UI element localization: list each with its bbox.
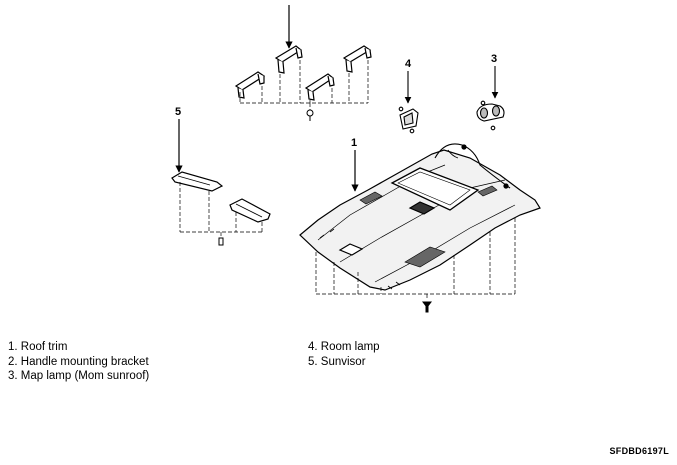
exploded-parts-diagram: 4 3 5 1 — [171, 5, 541, 313]
callout-1: 1 — [351, 137, 357, 149]
roof-trim-screw — [422, 301, 432, 313]
legend-left: 1. Roof trim 2. Handle mounting bracket … — [8, 340, 149, 384]
callout-5: 5 — [175, 106, 181, 118]
room-lamp — [398, 71, 419, 134]
legend-item-handle-bracket: 2. Handle mounting bracket — [8, 355, 149, 368]
callout-4: 4 — [405, 58, 412, 70]
map-lamp — [476, 66, 505, 131]
legend-item-roof-trim: 1. Roof trim — [8, 341, 68, 353]
legend-item-map-lamp: 3. Map lamp (Mom sunroof) — [8, 370, 150, 382]
bracket-leader-lines — [239, 60, 369, 110]
callout-3: 3 — [491, 53, 497, 65]
legend-right: 4. Room lamp 5. Sunvisor — [308, 340, 380, 369]
roof-trim-leader-lines — [315, 218, 516, 300]
figure-code: SFDBD6197L — [609, 446, 669, 456]
legend-item-room-lamp: 4. Room lamp — [308, 341, 380, 353]
sunvisor-screw — [218, 237, 224, 246]
sunvisors — [171, 119, 271, 223]
legend-item-sunvisor: 5. Sunvisor — [308, 355, 366, 368]
sunvisor-leader-lines — [179, 182, 263, 238]
bracket-screw — [306, 109, 314, 121]
handle-mounting-brackets — [234, 5, 372, 101]
roof-trim — [299, 143, 541, 291]
